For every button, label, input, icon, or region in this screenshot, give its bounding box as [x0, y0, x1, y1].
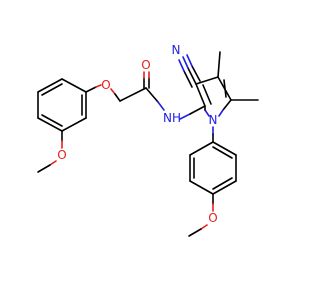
bond [179, 113, 191, 120]
bond [95, 84, 102, 88]
methyl-groups [217, 51, 259, 101]
bond [157, 101, 165, 111]
left-methoxy [37, 130, 63, 173]
nitrile-nitrogen-label: N [172, 43, 181, 57]
bond [37, 164, 51, 173]
amide-group [143, 71, 206, 120]
bond [189, 180, 214, 195]
bond [85, 86, 97, 93]
bond [218, 109, 224, 117]
pyrrole-nitrogen-label: N [209, 113, 218, 127]
ether-linkage [85, 84, 147, 102]
bond [195, 83, 206, 107]
right-methoxy-oxygen-label: O [208, 211, 217, 225]
bond-double-inner [212, 146, 233, 159]
bond [37, 78, 63, 93]
bond [178, 59, 185, 72]
bond [186, 54, 193, 67]
bond [61, 117, 87, 132]
bond [222, 99, 232, 111]
right-benzene-ring [189, 126, 237, 195]
bond [217, 51, 221, 78]
bond [189, 105, 206, 115]
left-benzene-ring [37, 78, 87, 132]
molecule-structure: N O O NH N O O [37, 43, 259, 237]
bond-double-inner [41, 114, 63, 127]
bond [145, 87, 159, 103]
bond-double [202, 84, 212, 105]
bond [189, 141, 214, 156]
bond [204, 109, 210, 117]
bond [182, 56, 189, 69]
amide-nh-label: NH [163, 111, 181, 125]
bond [49, 160, 57, 166]
bond [187, 67, 197, 85]
bond [110, 88, 116, 95]
bond [212, 180, 237, 195]
bond [191, 65, 201, 82]
bond [119, 87, 147, 102]
nitrile-group [178, 54, 201, 88]
bond [188, 228, 202, 237]
bond [212, 141, 237, 156]
bond [183, 70, 193, 88]
amide-oxygen-label: O [141, 58, 150, 72]
ether-oxygen-label: O [101, 78, 110, 92]
diagram-canvas: N O O NH N O O [37, 43, 259, 237]
left-methoxy-oxygen-label: O [57, 148, 66, 162]
bond [200, 224, 208, 230]
bond-double [223, 79, 227, 98]
bond [61, 78, 87, 93]
bond [114, 93, 121, 102]
right-methoxy [188, 193, 214, 237]
bond [37, 117, 63, 132]
bond-double-inner [41, 83, 63, 96]
bond-double-inner [212, 177, 233, 190]
pyrrole-ring [195, 76, 232, 117]
bond [195, 76, 219, 85]
